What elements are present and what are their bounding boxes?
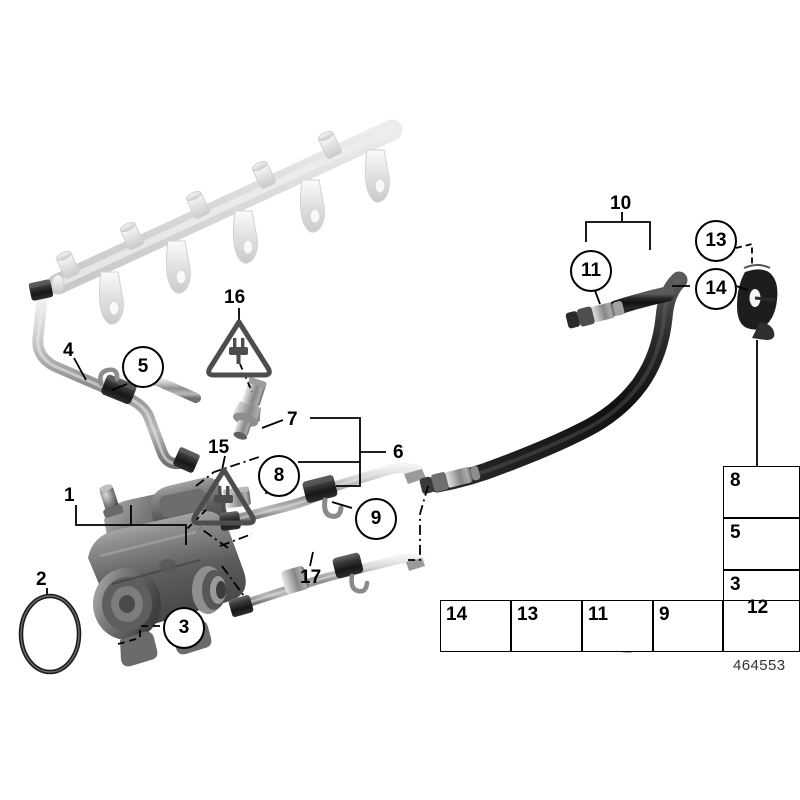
fuel-feed-hose-10 <box>419 271 688 494</box>
legend-num-9: 9 <box>659 604 670 625</box>
hose-end-ferrule <box>419 466 481 494</box>
line-union-nut <box>28 279 54 301</box>
legend-num-5: 5 <box>730 522 741 543</box>
fuel-rail-ghost <box>47 119 403 325</box>
hose-mount-bracket-12 <box>737 264 778 340</box>
callout-7: 7 <box>287 409 298 430</box>
high-pressure-line-4 <box>28 279 201 473</box>
electrical-plug-icon <box>214 486 233 512</box>
legend-box-11 <box>582 600 653 652</box>
callout-13: 13 <box>695 220 737 262</box>
legend-num-3: 3 <box>730 574 741 595</box>
fuel-return-line-17 <box>228 552 425 617</box>
legend-box-14 <box>440 600 511 652</box>
callout-14: 14 <box>695 268 737 310</box>
callout-4: 4 <box>63 340 74 361</box>
callout-11: 11 <box>570 250 612 292</box>
callout-9: 9 <box>355 498 397 540</box>
legend-num-14: 14 <box>446 604 468 625</box>
callout-1: 1 <box>64 485 75 506</box>
quick-connector-11 <box>565 301 625 329</box>
fuel-pressure-sensor-7 <box>232 377 267 440</box>
pump-drive-flange <box>93 568 161 640</box>
callout-16: 16 <box>224 287 246 308</box>
pump-drive-snout <box>192 566 226 614</box>
legend-num-8: 8 <box>730 470 741 491</box>
callout-2: 2 <box>36 569 47 590</box>
electrical-plug-icon <box>229 338 248 364</box>
warning-triangle-15 <box>191 467 256 526</box>
legend-box-arrow <box>723 600 800 652</box>
callout-3: 3 <box>163 607 205 649</box>
callout-10: 10 <box>610 193 632 214</box>
legend-num-11: 11 <box>588 604 609 625</box>
line-union-nut-lower <box>173 447 200 473</box>
legend-box-13 <box>511 600 582 652</box>
callout-8: 8 <box>258 455 300 497</box>
diagram-part-number: 464553 <box>733 657 786 674</box>
callout-5: 5 <box>122 346 164 388</box>
callout-12: 12 <box>747 597 769 618</box>
legend-box-9 <box>653 600 723 652</box>
legend-box-5 <box>723 518 800 570</box>
legend-box-8 <box>723 466 800 518</box>
pump-inlet-fitting <box>99 484 124 518</box>
return-line-bracket <box>281 566 309 594</box>
callout-15: 15 <box>208 437 230 458</box>
line-clamp-9 <box>302 475 338 503</box>
legend-num-13: 13 <box>517 604 539 625</box>
callout-6: 6 <box>393 442 404 463</box>
high-pressure-fuel-pump <box>88 477 246 667</box>
return-line-clamp <box>332 552 364 579</box>
pump-o-ring-2 <box>18 593 82 675</box>
callout-17: 17 <box>300 567 322 588</box>
warning-triangle-16 <box>206 319 272 378</box>
